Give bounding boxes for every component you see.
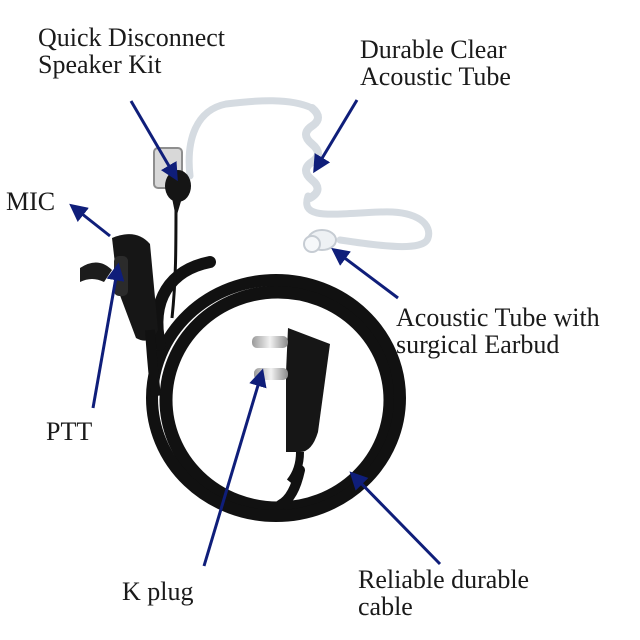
label-earbud: Acoustic Tube with surgical Earbud: [396, 303, 600, 359]
arrow-mic: [69, 203, 111, 238]
arrow-quick-disconnect: [129, 100, 178, 182]
ptt-mic-body: [80, 234, 161, 397]
arrow-ptt: [91, 262, 125, 409]
label-acoustic-tube: Durable Clear Acoustic Tube: [360, 35, 511, 91]
arrow-cable: [349, 471, 442, 566]
label-mic: MIC: [6, 187, 56, 216]
label-quick-disconnect: Quick Disconnect Speaker Kit: [38, 23, 226, 79]
arrow-k-plug: [202, 368, 267, 567]
acoustic-tube: [185, 97, 433, 250]
speaker-clip: [153, 147, 191, 218]
arrow-acoustic-tube: [313, 99, 359, 174]
label-ptt: PTT: [46, 417, 93, 446]
earbud: [303, 229, 337, 253]
label-cable: Reliable durable cable: [358, 565, 530, 621]
k-plug: [252, 328, 330, 485]
coiled-cable: [146, 256, 406, 522]
speaker-wire: [170, 197, 178, 319]
arrow-earbud: [331, 247, 399, 300]
callout-arrows: [69, 99, 442, 567]
label-k-plug: K plug: [122, 577, 194, 606]
